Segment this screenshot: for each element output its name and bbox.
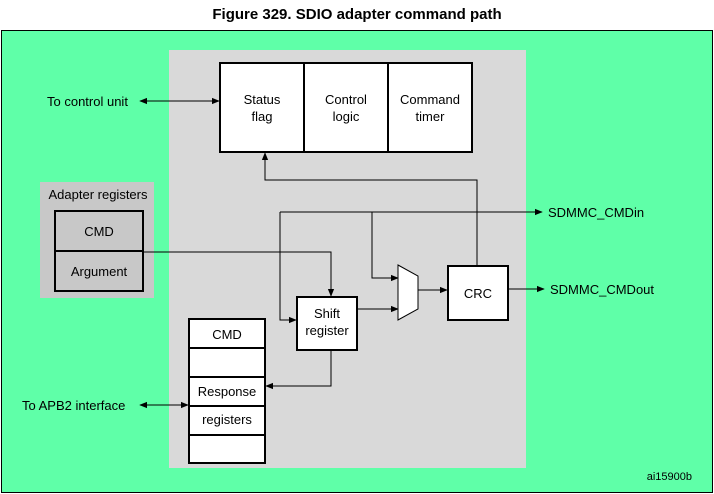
cmd-register-label: CMD	[212, 327, 242, 342]
command-timer-block	[387, 62, 473, 153]
status-flag-label-2: flag	[252, 109, 273, 124]
cmdin-to-shift-line	[279, 212, 297, 324]
shift-register-block	[296, 296, 358, 351]
registers-label: registers	[202, 412, 252, 427]
response-label: Response	[198, 384, 257, 399]
crc-label: CRC	[464, 286, 492, 301]
to-control-unit-label: To control unit	[47, 94, 128, 109]
registers-cell	[188, 405, 266, 436]
shift-register-label-2: register	[305, 323, 349, 338]
status-flag-label-1: Status	[244, 92, 281, 107]
adapter-argument-register	[54, 250, 144, 292]
adapter-registers-title: Adapter registers	[49, 187, 148, 202]
cmdin-label: SDMMC_CMDin	[548, 205, 644, 220]
adapter-cmd-register	[54, 210, 144, 252]
command-timer-label-2: timer	[416, 109, 446, 124]
status-flag-block	[219, 62, 305, 153]
cmdout-label: SDMMC_CMDout	[550, 282, 654, 297]
crc-status-feedback-line	[261, 152, 478, 266]
shift-register-label-1: Shift	[314, 306, 340, 321]
figure-code: ai15900b	[647, 471, 692, 483]
control-logic-block	[303, 62, 389, 153]
figure-title: Figure 329. SDIO adapter command path	[212, 6, 502, 23]
cmdin-to-mux-line	[371, 212, 399, 282]
adapter-argument-label: Argument	[71, 264, 128, 279]
register-cell-empty-1	[188, 347, 266, 378]
cmd-register-cell	[188, 318, 266, 349]
control-logic-label-2: logic	[333, 109, 360, 124]
adapter-cmd-label: CMD	[84, 224, 114, 239]
command-timer-label-1: Command	[400, 92, 460, 107]
shift-to-response-line	[265, 350, 332, 390]
adapter-to-shift-line	[143, 251, 335, 297]
crc-block	[447, 265, 509, 321]
output-multiplexer	[397, 264, 419, 321]
to-apb2-label: To APB2 interface	[22, 398, 125, 413]
register-cell-empty-2	[188, 434, 266, 464]
control-logic-label-1: Control	[325, 92, 367, 107]
